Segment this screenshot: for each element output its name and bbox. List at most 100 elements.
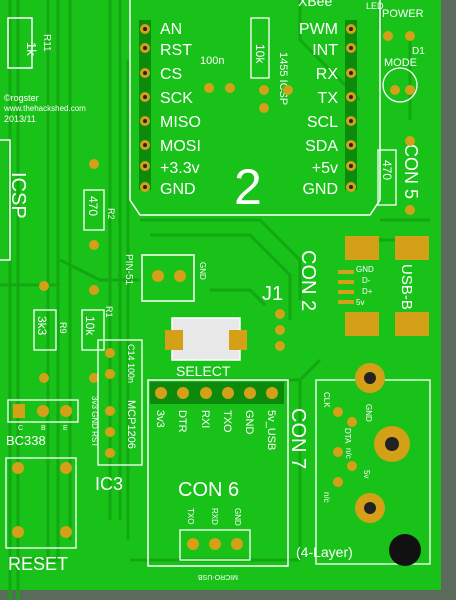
ps2-pin-1 (333, 407, 343, 417)
select-label: SELECT (176, 363, 231, 379)
xbee-pin-3v3: +3.3v (160, 160, 200, 177)
xbee-pin-tx: TX (318, 90, 339, 107)
xbee-module-number: 2 (234, 159, 262, 215)
cap-100n-pad-a (204, 83, 214, 93)
r9-value: 3k3 (35, 316, 49, 336)
reset-pad-4 (60, 526, 72, 538)
micro-usb-pad-3 (231, 538, 243, 550)
reset-pad-3 (12, 526, 24, 538)
ftdi-pin-5v-usb: 5v_USB (265, 410, 277, 450)
xbee-pin-mosi: MOSI (160, 138, 201, 155)
usb-b-pin-1 (338, 270, 354, 274)
con5-pad-b (405, 205, 415, 215)
usb-b-pin-3 (338, 290, 354, 294)
pin51-gnd-label: GND (198, 262, 207, 280)
xbee-pin-an: AN (160, 21, 182, 38)
con5-label: CON 5 (401, 144, 421, 199)
ps2-pin-5v: 5v (362, 470, 371, 478)
micro-usb-pin-txo: TXO (186, 508, 195, 524)
usb-b-pin-5v: 5v (356, 298, 364, 307)
board-edge-bottom (0, 590, 456, 600)
ps2-mount-center-hole (385, 437, 399, 451)
con5-pad-a (405, 136, 415, 146)
r1-value: 10k (83, 316, 97, 336)
r1-outline (81, 309, 105, 351)
xbee-right-pins (345, 20, 357, 192)
board-edge (441, 0, 456, 600)
con6-label: CON 6 (178, 479, 239, 501)
xbee-pin-pwm: PWM (299, 21, 338, 38)
ic3-pad-3 (105, 448, 115, 458)
reset-button-outline (5, 457, 77, 549)
ftdi-pad-3 (200, 387, 212, 399)
ftdi-outline (147, 379, 289, 567)
pin51-outline (141, 254, 195, 302)
select-switch-body (171, 317, 241, 361)
ps2-pin-4 (347, 461, 357, 471)
icsp-pad-3 (259, 103, 269, 113)
micro-usb-outline (179, 529, 251, 561)
ps2-mount-bottom-hole (364, 502, 376, 514)
ftdi-header-strip (150, 382, 284, 404)
j1-pad-c (275, 341, 285, 351)
usb-b-pin-2 (338, 280, 354, 284)
ic3-pad-1 (105, 406, 115, 416)
ftdi-pad-2 (177, 387, 189, 399)
bc338-pad-b (37, 405, 49, 417)
bc338-pin-c: C (18, 425, 23, 432)
pin51-pad-a (152, 270, 164, 282)
ps2-mount-top-hole (364, 372, 376, 384)
xbee-pin-int: INT (312, 42, 338, 59)
r9-outline (33, 309, 57, 351)
r1-pad-a (89, 285, 99, 295)
xbee-outline (129, 0, 381, 216)
ps2-pin-nc-2: n/c (322, 492, 331, 503)
r2-label: R2 (106, 208, 116, 220)
usb-b-pin-gnd: GND (356, 265, 374, 274)
r9-label: R9 (58, 322, 68, 334)
mcp-pins-label: 3v3 GND RST (90, 396, 99, 447)
credit-line-2: www.thehackshed.com (3, 104, 86, 113)
micro-usb-pin-rxd: RXD (210, 508, 219, 525)
j1-label: J1 (262, 283, 283, 305)
r11-value: 1k (24, 42, 39, 56)
usb-b-pin-dminus: D- (362, 276, 371, 285)
xbee-pin-5v: +5v (312, 160, 338, 177)
power-led-pad-b (405, 31, 415, 41)
ic3-outline (97, 339, 143, 466)
xbee-pin-rx: RX (316, 66, 339, 83)
r10k-top-value: 10k (253, 44, 267, 64)
layer-count-label: (4-Layer) (296, 544, 353, 560)
r9-pad-a (39, 281, 49, 291)
c14-pad-b (105, 369, 115, 379)
ftdi-pin-rxi: RXI (199, 410, 211, 428)
xbee-pin-gnd-right: GND (302, 181, 338, 198)
mode-label: MODE (384, 57, 417, 69)
icsp-pad-1 (259, 85, 269, 95)
ps2-pin-clk: CLK (322, 392, 331, 408)
usb-b-pin-dplus: D+ (362, 287, 373, 296)
r9-pad-b (39, 373, 49, 383)
con7-label: CON 7 (287, 408, 309, 469)
bc338-outline (7, 399, 79, 423)
cap-100n-label: 100n (200, 55, 224, 67)
ftdi-pad-4 (222, 387, 234, 399)
d1-label: D1 (412, 46, 425, 57)
micro-usb-label: MICRO-USB (198, 573, 238, 580)
xbee-left-pins (139, 20, 151, 192)
r2-pad-b (89, 240, 99, 250)
usb-b-pin-4 (338, 300, 354, 304)
ftdi-pad-6 (266, 387, 278, 399)
con2-label: CON 2 (297, 250, 319, 311)
ps2-pin-dta: DTA (343, 428, 352, 444)
ps2-pin-2 (347, 417, 357, 427)
r470-right-outline (377, 149, 397, 206)
led-label: LED (366, 1, 384, 11)
copper-traces (0, 0, 430, 600)
mode-led-pad-b (405, 85, 415, 95)
usb-b-pad-bl (345, 312, 379, 336)
xbee-pin-rst: RST (160, 42, 192, 59)
r1-pad-b (89, 373, 99, 383)
mounting-hole (389, 534, 421, 566)
usb-b-pad-tr (395, 236, 429, 260)
